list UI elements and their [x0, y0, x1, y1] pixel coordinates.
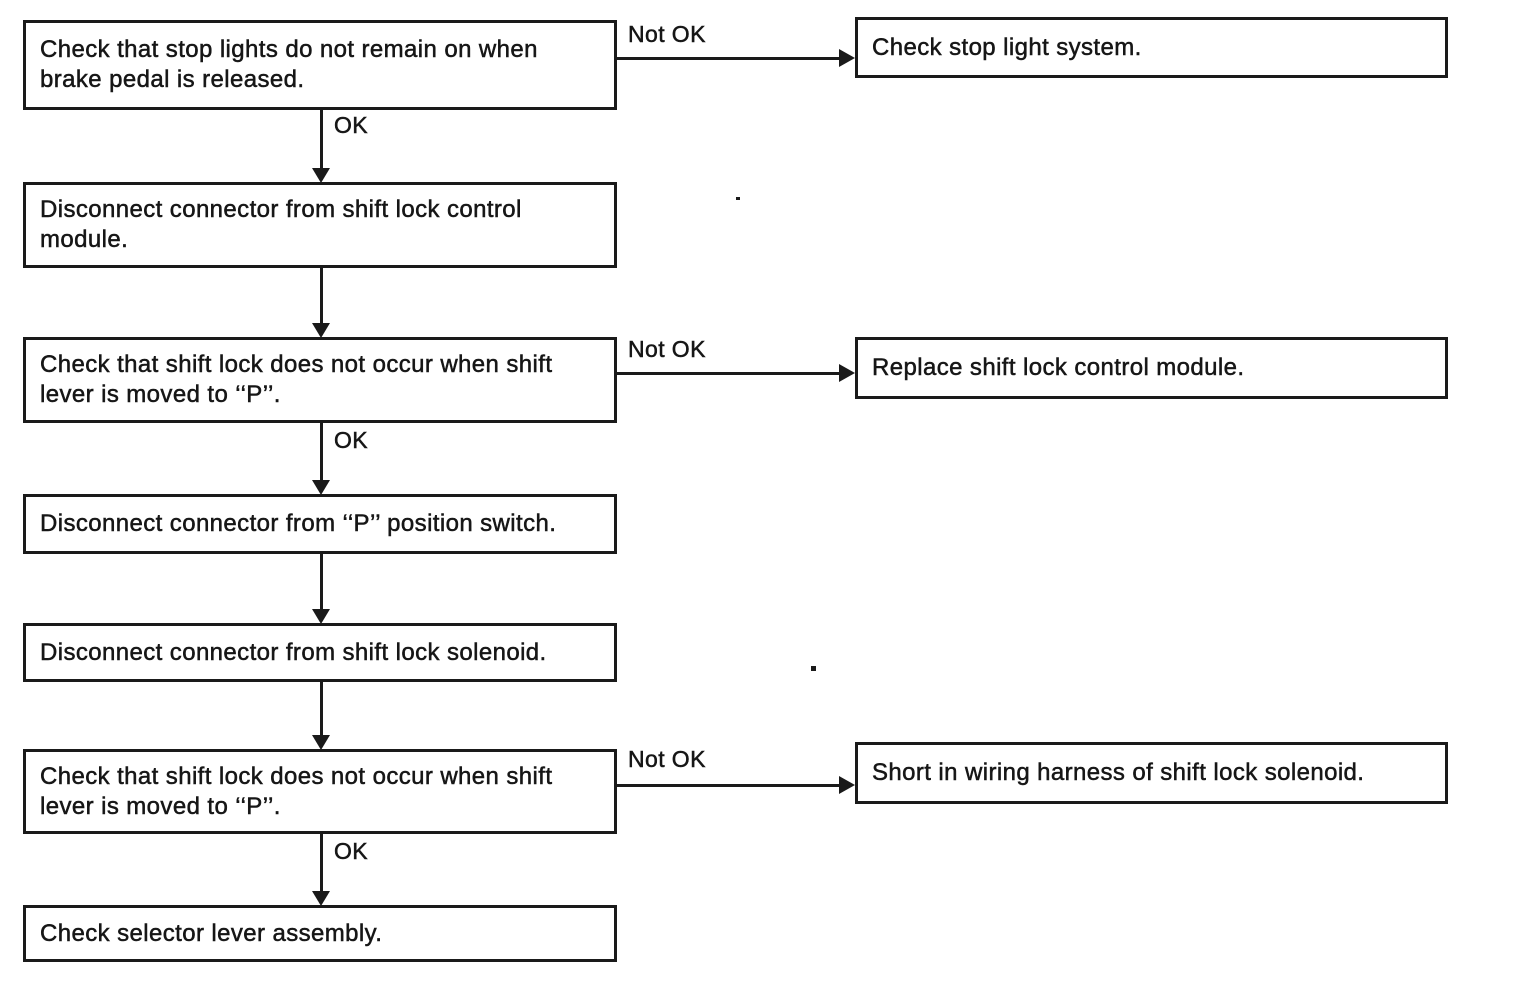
down-arrow-line	[320, 554, 323, 610]
flow-node-replace-control-module: Replace shift lock control module.	[855, 337, 1448, 399]
flow-node-text: Check selector lever assembly.	[40, 919, 383, 947]
flow-node-text: Check that shift lock does not occur whe…	[40, 351, 553, 409]
flow-node-text: Disconnect connector from shift lock sol…	[40, 638, 547, 666]
flow-node-text: Disconnect connector from ‘‘P’’ position…	[40, 510, 557, 538]
edge-label-not-ok: Not OK	[628, 746, 706, 773]
down-arrow-head	[312, 480, 330, 495]
down-arrow-line	[320, 682, 323, 736]
flow-node-disconnect-control-module: Disconnect connector from shift lock con…	[23, 182, 617, 268]
flow-node-text: Disconnect connector from shift lock con…	[40, 196, 522, 254]
flow-node-text: Short in wiring harness of shift lock so…	[872, 759, 1365, 787]
flow-node-check-stop-light-system: Check stop light system.	[855, 17, 1448, 78]
flow-node-text: Replace shift lock control module.	[872, 354, 1245, 382]
edge-label-not-ok: Not OK	[628, 336, 706, 363]
flow-node-check-stop-lights: Check that stop lights do not remain on …	[23, 20, 617, 110]
scan-speck	[736, 197, 740, 200]
edge-label-ok: OK	[334, 427, 369, 454]
right-arrow-line	[617, 372, 840, 375]
down-arrow-line	[320, 834, 323, 892]
edge-label-ok: OK	[334, 838, 369, 865]
edge-label-ok: OK	[334, 112, 369, 139]
flow-node-disconnect-p-position-switch: Disconnect connector from ‘‘P’’ position…	[23, 494, 617, 554]
right-arrow-head	[839, 776, 855, 794]
down-arrow-head	[312, 168, 330, 183]
flow-node-disconnect-shift-lock-solenoid: Disconnect connector from shift lock sol…	[23, 623, 617, 682]
flow-node-text: Check stop light system.	[872, 33, 1142, 61]
right-arrow-head	[839, 49, 855, 67]
right-arrow-line	[617, 784, 840, 787]
down-arrow-line	[320, 423, 323, 481]
flow-node-text: Check that shift lock does not occur whe…	[40, 762, 553, 820]
down-arrow-head	[312, 609, 330, 624]
right-arrow-head	[839, 364, 855, 382]
flow-node-text: Check that stop lights do not remain on …	[40, 36, 538, 94]
flow-node-short-wiring-harness: Short in wiring harness of shift lock so…	[855, 742, 1448, 804]
down-arrow-line	[320, 110, 323, 169]
edge-label-not-ok: Not OK	[628, 21, 706, 48]
right-arrow-line	[617, 57, 840, 60]
scan-speck	[811, 666, 816, 671]
down-arrow-head	[312, 891, 330, 906]
down-arrow-line	[320, 268, 323, 324]
flow-node-check-selector-lever: Check selector lever assembly.	[23, 905, 617, 962]
flow-node-check-shift-lock-p-2: Check that shift lock does not occur whe…	[23, 749, 617, 834]
down-arrow-head	[312, 323, 330, 338]
flow-node-check-shift-lock-p-1: Check that shift lock does not occur whe…	[23, 337, 617, 423]
down-arrow-head	[312, 735, 330, 750]
